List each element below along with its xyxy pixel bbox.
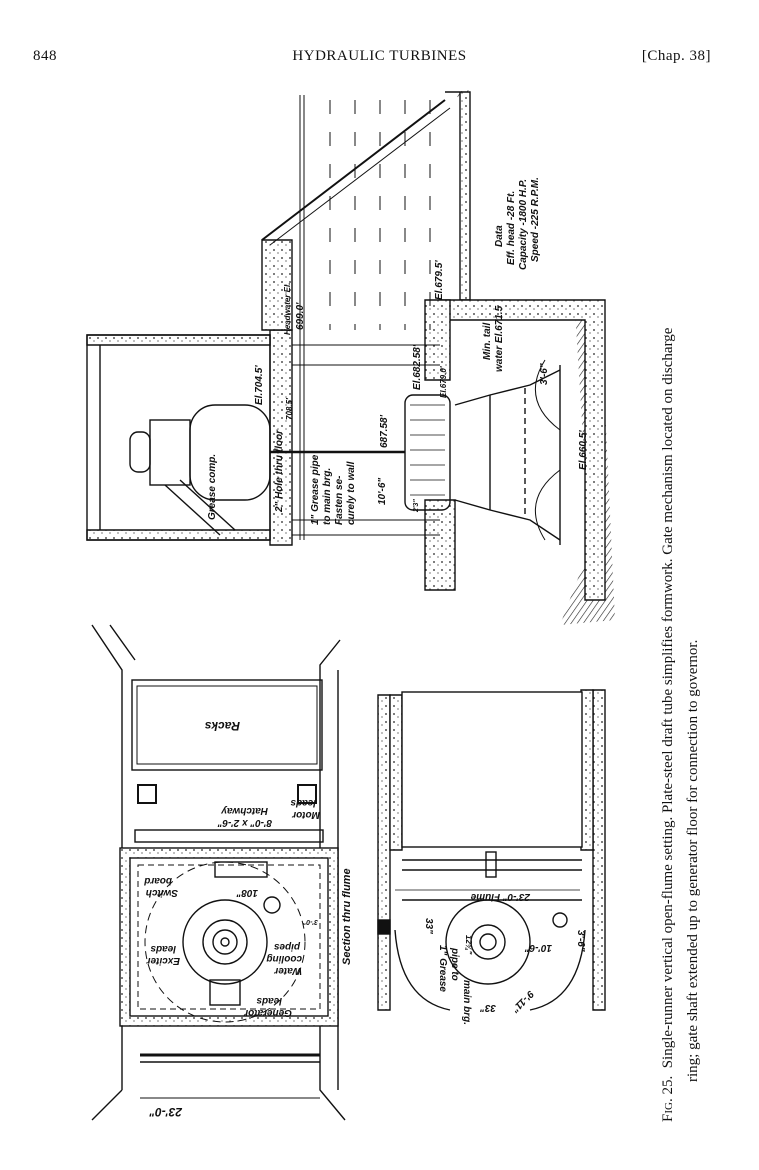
label-flume-grease-3: main brg. [461,980,472,1025]
label-flume-grease-2: pipe to [449,947,460,981]
running-title: HYDRAULIC TURBINES [292,48,467,64]
label-flume-dim-3-6: 3'-6" [575,930,586,952]
flume-plan-view [377,689,606,1011]
label-racks: Racks [204,719,240,733]
label-dim-3-0: 3'-0" [302,918,318,925]
label-hatchway-1: Hatchway [221,805,268,816]
label-el-708: 708.5' [285,397,294,420]
data-speed: Speed -225 R.P.M. [530,177,541,262]
label-dim-108: 108" [236,887,258,898]
label-flume: 23'-0" Flume [470,891,531,902]
page-number: 848 [33,48,57,64]
label-dim-12: 12¾" [464,935,473,955]
label-grease-pipe-3: Fasten se- [334,475,345,525]
caption-text-2: ring; gate shaft extended up to generato… [685,639,701,1082]
label-flume-dim-10-6: 10'-6" [525,942,552,953]
label-hatchway-2: 8'-0" x 2'-6" [217,817,272,828]
label-headwater-1: Headwater El. [283,283,292,335]
section-thru-flume-title: Section thru flume [341,868,353,965]
label-dim-3-6: 3'-6" [539,363,550,385]
label-el-660: El.660.5' [578,430,589,470]
figure-number: Fig. 25. [660,1075,676,1122]
label-headwater-2: 699.0' [295,302,306,330]
label-motor-1: Motor [291,809,320,820]
data-title: Data [494,225,505,247]
label-el-687: 687.58' [379,414,390,448]
label-dim-10-6: 10'-6" [377,478,388,505]
plan-view [91,624,346,1121]
label-el-679-0: El.679.0' [439,365,448,398]
label-water-3: pipes [273,941,301,952]
label-exciter-2: leads [150,943,176,954]
chapter-label: [Chap. 38] [641,48,711,64]
label-el-682: El.682.58' [412,344,423,390]
label-generator-1: Generator [243,1007,292,1018]
label-el-704: El.704.5' [254,365,265,405]
label-grease-comp: Grease comp. [207,454,218,520]
label-dim-9-11: 9'-11" [509,988,536,1015]
label-tail-1: Min. tail [482,323,493,360]
label-tail-2: water El.671.5 [494,305,505,372]
figure-caption-line1: Fig. 25. Single-runner vertical open-flu… [660,328,677,1122]
label-switch-1: Switch [146,887,178,898]
label-motor-2: leads [290,797,316,808]
label-dim-23: 23'-0" [149,1105,183,1119]
label-water-1: Water [273,965,302,976]
label-water-2: cooling [266,953,302,964]
label-switch-2: board [143,875,172,886]
label-generator-2: leads [256,995,282,1006]
figure-caption-line2: ring; gate shaft extended up to generato… [685,640,702,1082]
data-eff-head: Eff. head -28 Ft. [506,191,517,265]
section-view [86,90,615,625]
label-dim-small: 2'3" [413,499,420,513]
label-grease-pipe-2: to main brg. [322,468,333,525]
label-dim-33a: 33" [423,918,434,934]
caption-text-1: Single-runner vertical open-flume settin… [660,327,676,1069]
label-grease-pipe-4: curely to wall [346,461,357,525]
data-capacity: Capacity -1800 H.P. [518,179,529,270]
label-exciter-1: Exciter [146,955,180,966]
label-flume-grease-1: 1" Grease [437,945,448,992]
label-dim-33b: 33" [480,1002,496,1013]
label-grease-pipe-1: 1" Grease pipe [310,454,321,525]
label-el-679-5: El.679.5' [434,260,445,300]
label-hole: 2" Hole thru floor [274,429,285,513]
